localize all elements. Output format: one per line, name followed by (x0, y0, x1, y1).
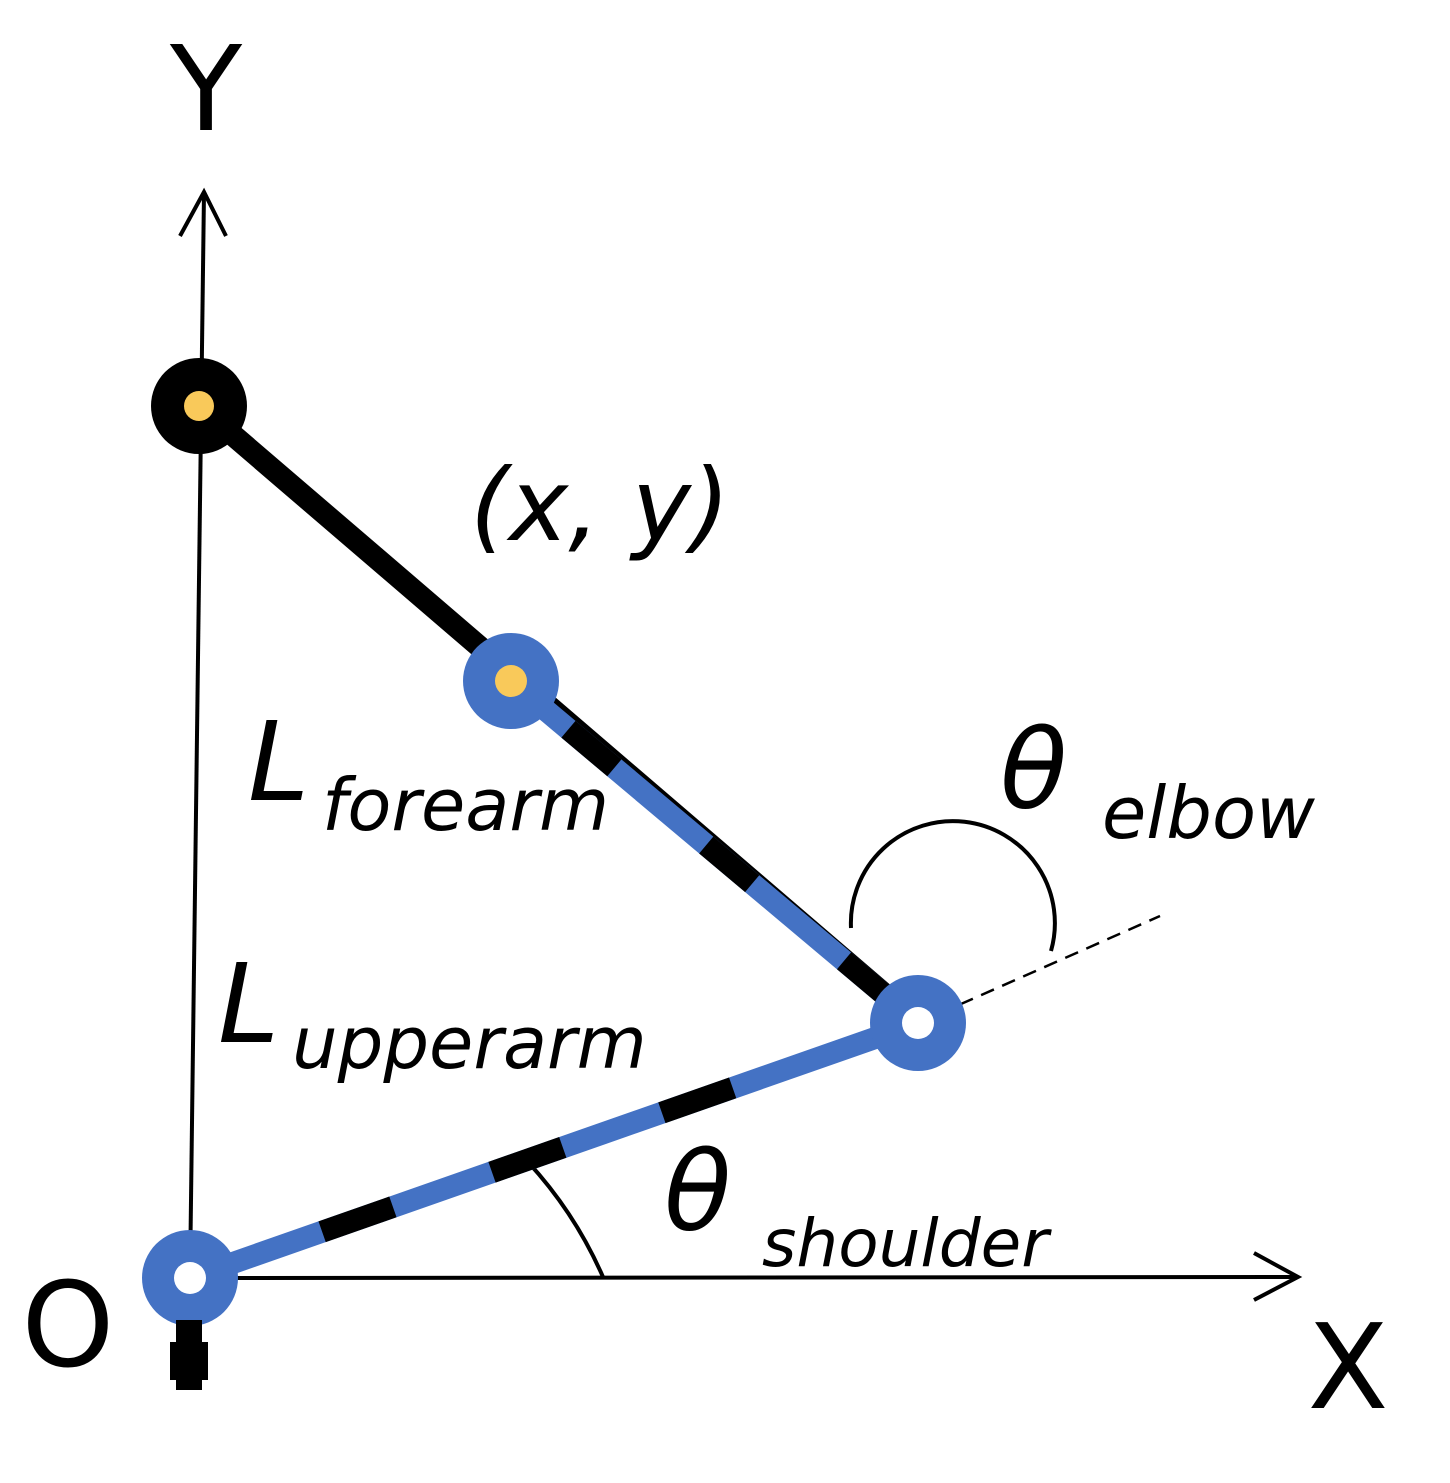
x-axis-label: X (1308, 1298, 1389, 1436)
elbow-angle-main: θ (1000, 706, 1067, 834)
x-axis-arrowhead (1253, 1251, 1303, 1302)
shoulder-angle-subscript: shoulder (762, 1205, 1052, 1282)
shoulder-joint-white-center (174, 1262, 206, 1294)
base-anchor-stem (176, 1320, 202, 1390)
elbow-angle-subscript: elbow (1102, 771, 1315, 855)
shoulder-angle-arc (526, 1160, 605, 1278)
elbow-extension-dashed-line (917, 914, 1161, 1025)
upperarm-length-subscript: upperarm (292, 1001, 647, 1085)
top-joint-yellow-center (184, 391, 214, 421)
forearm-length-subscript: forearm (322, 763, 609, 847)
elbow-angle-arc (848, 819, 1057, 952)
upperarm-link-dashes (186, 1012, 922, 1289)
shoulder-angle-main: θ (664, 1128, 731, 1256)
forearm-link-dashes (503, 672, 926, 1032)
end-effector-yellow-center (495, 665, 527, 697)
point-coordinate-label: (x, y) (470, 447, 730, 564)
x-axis-line (189, 1275, 1299, 1280)
y-axis-arrowhead (178, 187, 228, 237)
elbow-joint-white-center (902, 1007, 934, 1039)
forearm-length-main: L (248, 698, 309, 826)
y-axis-label: Y (169, 20, 243, 158)
origin-label: O (22, 1256, 115, 1394)
upperarm-length-main: L (218, 940, 279, 1068)
y-axis-line (188, 191, 206, 1279)
